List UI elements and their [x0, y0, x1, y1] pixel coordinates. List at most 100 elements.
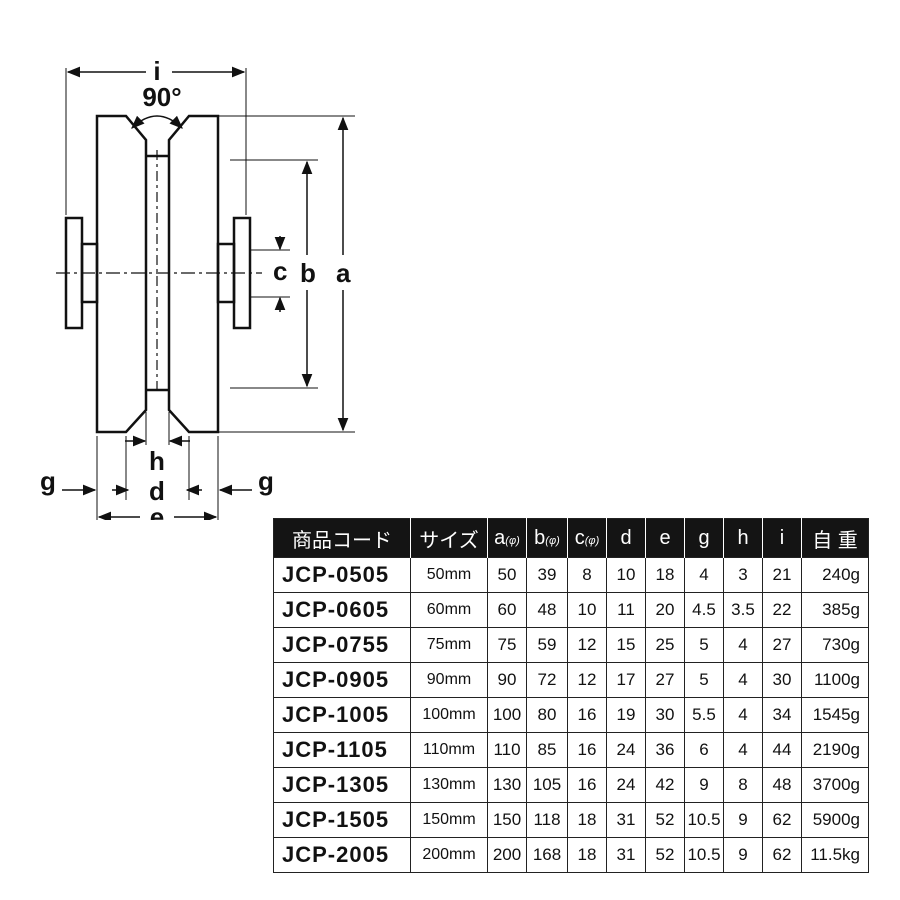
- cell-c: 16: [567, 767, 607, 803]
- cell-code: JCP-1505: [273, 802, 411, 838]
- cell-d: 10: [606, 557, 646, 593]
- cell-g: 6: [684, 732, 724, 768]
- cell-e: 27: [645, 662, 685, 698]
- cell-size: 50mm: [410, 557, 488, 593]
- cell-a: 150: [487, 802, 527, 838]
- cell-g: 10.5: [684, 802, 724, 838]
- cell-d: 15: [606, 627, 646, 663]
- cell-i: 27: [762, 627, 802, 663]
- cell-c: 18: [567, 802, 607, 838]
- cell-code: JCP-0505: [273, 557, 411, 593]
- cell-g: 4.5: [684, 592, 724, 628]
- label-b: b: [300, 258, 316, 288]
- cell-d: 19: [606, 697, 646, 733]
- cell-code: JCP-0905: [273, 662, 411, 698]
- cell-i: 21: [762, 557, 802, 593]
- cell-b: 168: [526, 837, 568, 873]
- label-g-right: g: [258, 466, 274, 496]
- header-b: b(φ): [526, 518, 568, 558]
- cell-b: 48: [526, 592, 568, 628]
- cell-weight: 1545g: [801, 697, 869, 733]
- cell-size: 75mm: [410, 627, 488, 663]
- cell-size: 110mm: [410, 732, 488, 768]
- cell-h: 3: [723, 557, 763, 593]
- cell-h: 4: [723, 662, 763, 698]
- cell-size: 130mm: [410, 767, 488, 803]
- cell-g: 5.5: [684, 697, 724, 733]
- header-g: g: [684, 518, 724, 558]
- label-a: a: [336, 258, 351, 288]
- cell-c: 10: [567, 592, 607, 628]
- cell-h: 4: [723, 732, 763, 768]
- cell-code: JCP-0755: [273, 627, 411, 663]
- cell-h: 4: [723, 627, 763, 663]
- label-c: c: [273, 256, 287, 286]
- cell-b: 39: [526, 557, 568, 593]
- cell-d: 24: [606, 732, 646, 768]
- cell-b: 59: [526, 627, 568, 663]
- label-e: e: [150, 502, 164, 520]
- cell-weight: 11.5kg: [801, 837, 869, 873]
- cell-i: 34: [762, 697, 802, 733]
- cell-e: 25: [645, 627, 685, 663]
- cell-h: 9: [723, 802, 763, 838]
- cell-weight: 5900g: [801, 802, 869, 838]
- cell-c: 16: [567, 697, 607, 733]
- cell-i: 44: [762, 732, 802, 768]
- label-h: h: [149, 446, 165, 476]
- cell-d: 11: [606, 592, 646, 628]
- cell-weight: 2190g: [801, 732, 869, 768]
- wheel-diagram: i 90° a b c h g d g e: [40, 56, 355, 520]
- cell-a: 90: [487, 662, 527, 698]
- cell-size: 150mm: [410, 802, 488, 838]
- cell-i: 62: [762, 837, 802, 873]
- cell-b: 80: [526, 697, 568, 733]
- header-h: h: [723, 518, 763, 558]
- cell-e: 20: [645, 592, 685, 628]
- cell-g: 5: [684, 662, 724, 698]
- header-c: c(φ): [567, 518, 607, 558]
- header-i: i: [762, 518, 802, 558]
- cell-h: 4: [723, 697, 763, 733]
- cell-e: 52: [645, 802, 685, 838]
- cell-b: 72: [526, 662, 568, 698]
- cell-d: 31: [606, 837, 646, 873]
- cell-a: 110: [487, 732, 527, 768]
- cell-d: 24: [606, 767, 646, 803]
- cell-g: 4: [684, 557, 724, 593]
- cell-c: 18: [567, 837, 607, 873]
- header-a: a(φ): [487, 518, 527, 558]
- cell-g: 10.5: [684, 837, 724, 873]
- cell-a: 75: [487, 627, 527, 663]
- cell-h: 9: [723, 837, 763, 873]
- cell-c: 16: [567, 732, 607, 768]
- cell-i: 62: [762, 802, 802, 838]
- cell-e: 30: [645, 697, 685, 733]
- cell-g: 5: [684, 627, 724, 663]
- cell-e: 42: [645, 767, 685, 803]
- header-d: d: [606, 518, 646, 558]
- cell-b: 105: [526, 767, 568, 803]
- header-weight: 自 重: [801, 518, 869, 558]
- table-header-row: 商品コード サイズ a(φ) b(φ) c(φ) d e g h i 自 重: [273, 518, 869, 558]
- cell-e: 18: [645, 557, 685, 593]
- cell-a: 50: [487, 557, 527, 593]
- cell-d: 31: [606, 802, 646, 838]
- cell-c: 12: [567, 662, 607, 698]
- cell-h: 8: [723, 767, 763, 803]
- label-angle: 90°: [142, 82, 181, 112]
- cell-b: 118: [526, 802, 568, 838]
- cell-weight: 385g: [801, 592, 869, 628]
- cell-size: 200mm: [410, 837, 488, 873]
- spec-table: 商品コード サイズ a(φ) b(φ) c(φ) d e g h i 自 重 J…: [273, 518, 869, 873]
- cell-c: 12: [567, 627, 607, 663]
- wheel-body: [64, 114, 252, 434]
- cell-e: 52: [645, 837, 685, 873]
